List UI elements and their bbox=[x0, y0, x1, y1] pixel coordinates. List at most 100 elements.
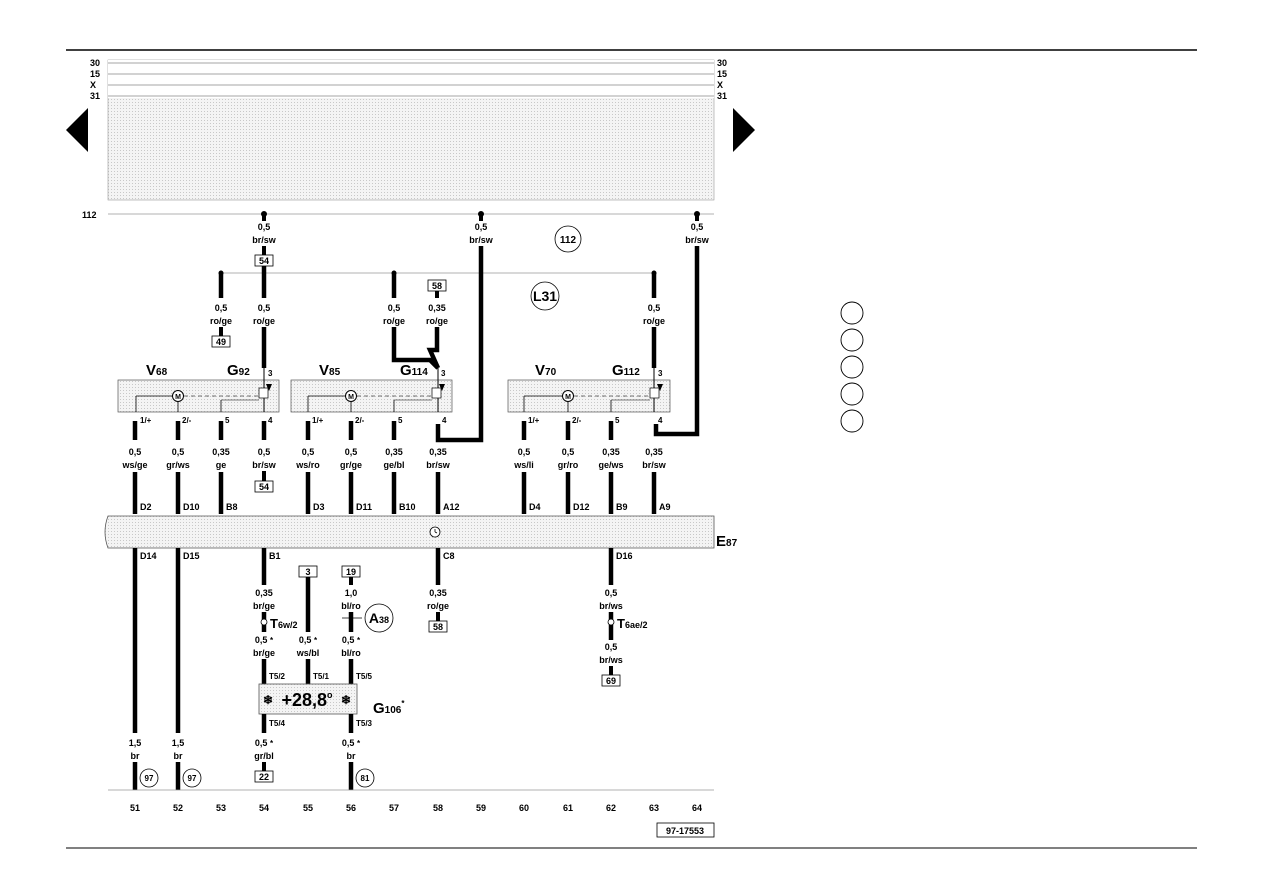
bus-label-left-30: 30 bbox=[90, 58, 100, 68]
ref-box: 69 bbox=[606, 676, 616, 686]
wire-size: 0,35 bbox=[602, 447, 620, 457]
snowflake-icon: ❄ bbox=[263, 693, 273, 707]
motor-unit-2: V85 G114 M 3 1/+ 2/- 5 4 bbox=[290, 362, 453, 425]
wire-color: ro/ge bbox=[253, 316, 275, 326]
connector-id: A9 bbox=[659, 502, 671, 512]
v-label: V68 bbox=[146, 362, 168, 379]
wire-size: 0,5 bbox=[605, 588, 618, 598]
connector-id: D15 bbox=[183, 551, 200, 561]
ref-box: 19 bbox=[346, 567, 356, 577]
pin-label: 2/- bbox=[355, 416, 365, 425]
wire-size: 0,5 * bbox=[255, 635, 274, 645]
wire-color: br bbox=[131, 751, 140, 761]
ref-box: 58 bbox=[432, 281, 442, 291]
column-number: 60 bbox=[519, 803, 529, 813]
bus-label-left-15: 15 bbox=[90, 69, 100, 79]
wire-size: 0,35 bbox=[645, 447, 663, 457]
wire-d14: D14 1,5 br 97 bbox=[129, 548, 159, 790]
wire-color: gr/ge bbox=[340, 460, 362, 470]
wire-d15: D15 1,5 br 97 bbox=[172, 548, 202, 790]
wire-size: 0,5 * bbox=[299, 635, 318, 645]
wire-size: 0,5 bbox=[388, 303, 401, 313]
lower-wires-group-2: 0,5 ws/ro D3 0,5 gr/ge D11 0,35 ge/bl B1… bbox=[295, 421, 460, 514]
wire-ref-3: 3 bbox=[298, 565, 318, 632]
wire-size: 0,5 bbox=[475, 222, 488, 232]
pin-label: T5/3 bbox=[356, 719, 373, 728]
wire-b1: B1 0,35 br/ge T6w/2 bbox=[253, 548, 297, 632]
bus-label-right-31: 31 bbox=[717, 91, 727, 101]
wire-color: ro/ge bbox=[427, 601, 449, 611]
drawing-id: 97-17553 bbox=[666, 826, 704, 836]
wire-size: 0,5 bbox=[605, 642, 618, 652]
column-number: 51 bbox=[130, 803, 140, 813]
wire-size: 0,5 bbox=[302, 447, 315, 457]
column-number: 55 bbox=[303, 803, 313, 813]
connector-t6ae2: T6ae/2 bbox=[617, 616, 647, 631]
legend-circle bbox=[840, 382, 864, 406]
sensor-temperature: +28,8o bbox=[281, 690, 333, 710]
a38-label: A38 bbox=[369, 610, 389, 626]
connector-id: B1 bbox=[269, 551, 281, 561]
connector-id: D12 bbox=[573, 502, 590, 512]
wire-color: ro/ge bbox=[643, 316, 665, 326]
connector-id: D14 bbox=[140, 551, 157, 561]
wire-color: gr/ro bbox=[558, 460, 579, 470]
ground-tap-59: 0,5 br/sw bbox=[435, 211, 494, 443]
wire-c8: C8 0,35 ro/ge 58 bbox=[427, 548, 455, 633]
pin-label: 5 bbox=[398, 416, 403, 425]
ref-box: 3 bbox=[305, 567, 310, 577]
wire-size: 0,5 * bbox=[342, 635, 361, 645]
connector-id: D4 bbox=[529, 502, 541, 512]
v-label: V85 bbox=[319, 362, 341, 379]
ground-tap-54: 0,5 br/sw 54 bbox=[252, 211, 277, 267]
wire-color: ro/ge bbox=[383, 316, 405, 326]
wire-size: 0,5 bbox=[518, 447, 531, 457]
wire-color: bl/ro bbox=[341, 601, 361, 611]
sensor-wire-t5-2: 0,5 * br/ge T5/2 bbox=[253, 635, 286, 684]
ground-circle bbox=[554, 225, 582, 253]
connector-id: D3 bbox=[313, 502, 325, 512]
ground-circle-label: 112 bbox=[560, 235, 577, 246]
wire-color: ws/ro bbox=[295, 460, 320, 470]
wire-color: br/sw bbox=[685, 235, 710, 245]
legend-circle bbox=[840, 409, 864, 433]
pin-label: 2/- bbox=[572, 416, 582, 425]
wire-color: br/ge bbox=[253, 648, 275, 658]
wire-size: 0,5 bbox=[172, 447, 185, 457]
connector-id: A12 bbox=[443, 502, 460, 512]
column-numbers: 51 52 53 54 55 56 57 58 59 60 61 62 63 6… bbox=[130, 803, 702, 813]
wire-size: 1,5 bbox=[129, 738, 142, 748]
connector-id: B10 bbox=[399, 502, 416, 512]
upper-wire-58: 58 0,35 ro/ge bbox=[426, 279, 448, 369]
previous-page-arrow-icon[interactable] bbox=[66, 108, 88, 152]
next-page-arrow-icon[interactable] bbox=[733, 108, 755, 152]
motor-symbol: M bbox=[565, 394, 571, 401]
connector-id: D10 bbox=[183, 502, 200, 512]
pin-label: T5/1 bbox=[313, 672, 330, 681]
circle-ref: 97 bbox=[145, 774, 154, 783]
lower-wires-group-1: 0,5 ws/ge D2 0,5 gr/ws D10 0,35 ge B8 0,… bbox=[121, 421, 277, 514]
legend-circle bbox=[840, 355, 864, 379]
column-number: 57 bbox=[389, 803, 399, 813]
wire-size: 0,5 bbox=[562, 447, 575, 457]
column-number: 53 bbox=[216, 803, 226, 813]
pin-label: 1/+ bbox=[140, 416, 152, 425]
legend-circle bbox=[840, 301, 864, 325]
wire-size: 0,35 bbox=[212, 447, 230, 457]
sensor-wire-t5-4: T5/4 0,5 * gr/bl 22 bbox=[254, 714, 286, 783]
bus-label-left-x: X bbox=[90, 80, 96, 90]
wire-size: 0,35 bbox=[255, 588, 273, 598]
sensor-wire-t5-5: 0,5 * bl/ro T5/5 bbox=[341, 635, 373, 684]
wire-d16: D16 0,5 br/ws T6ae/2 0,5 br/ws 69 bbox=[599, 548, 647, 687]
motor-symbol: M bbox=[348, 394, 354, 401]
ref-box: 22 bbox=[259, 772, 269, 782]
column-number: 58 bbox=[433, 803, 443, 813]
column-number: 54 bbox=[259, 803, 269, 813]
sensor-g106-display bbox=[258, 683, 358, 715]
wire-size: 0,5 bbox=[258, 303, 271, 313]
column-number: 62 bbox=[606, 803, 616, 813]
wire-size: 0,5 bbox=[691, 222, 704, 232]
wire-color: gr/ws bbox=[166, 460, 190, 470]
ground-tap-64: 0,5 br/sw bbox=[653, 211, 710, 437]
